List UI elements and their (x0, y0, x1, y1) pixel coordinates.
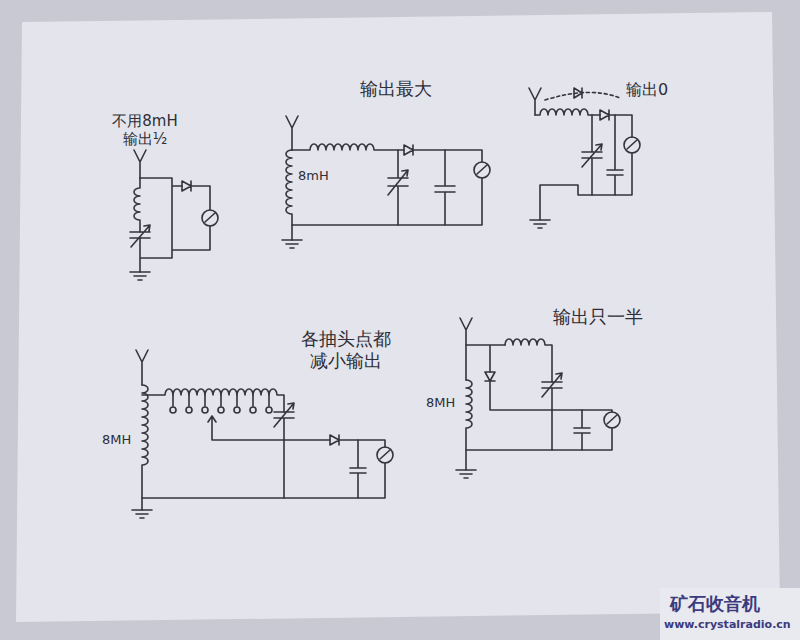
meter-needle (627, 140, 637, 149)
variable-capacitor-symbol (582, 115, 602, 195)
antenna-symbol (460, 318, 472, 380)
meter-symbol (474, 162, 490, 178)
wire (466, 410, 612, 450)
meter-needle (607, 415, 617, 424)
diode-symbol (600, 110, 609, 120)
variable-capacitor-symbol (388, 150, 408, 225)
watermark-url: www.crystalradio.cn (664, 618, 791, 631)
coil-symbol (466, 380, 472, 470)
tap-leads (173, 395, 269, 406)
ground-symbol (282, 240, 302, 248)
note-label: 输出最大 (360, 78, 432, 100)
coil-symbol (292, 144, 404, 150)
tap-point (218, 407, 224, 413)
tap-point (186, 407, 192, 413)
meter-symbol (624, 137, 640, 153)
ground-symbol (132, 510, 152, 518)
paper-sheet (16, 12, 780, 622)
coil-symbol (142, 385, 148, 498)
variable-capacitor-symbol (274, 403, 294, 498)
wire (140, 178, 210, 272)
coil-symbol (505, 339, 552, 382)
meter-needle (205, 213, 215, 222)
meter-symbol (377, 447, 393, 463)
diode-symbol (404, 145, 413, 155)
inductance-label: 8mH (298, 168, 329, 184)
variable-capacitor-symbol (542, 373, 562, 450)
inductance-label: 8MH (102, 432, 131, 448)
circuit-lines (130, 88, 640, 518)
wire (292, 150, 482, 225)
capacitor-symbol (574, 410, 590, 450)
diode-symbol (182, 181, 191, 191)
meter-needle (477, 165, 487, 174)
inductance-label: 8MH (426, 395, 455, 411)
meter-needle (380, 450, 390, 459)
antenna-symbol (529, 88, 541, 115)
ground-symbol (456, 470, 476, 478)
wire (142, 440, 385, 510)
tapped-coil-symbol (142, 389, 284, 412)
meter-symbol (202, 210, 218, 226)
ground-symbol (530, 220, 550, 228)
wiper-arrow (208, 416, 284, 440)
diode-symbol (574, 88, 582, 98)
capacitor-symbol (435, 150, 455, 225)
note-label: 各抽头点都 减小输出 (290, 328, 402, 371)
capacitor-symbol (607, 115, 623, 195)
antenna-symbol (136, 350, 148, 385)
tap-point (250, 407, 256, 413)
ground-symbol (130, 272, 150, 280)
wire (540, 115, 632, 220)
diode-symbol (330, 435, 339, 445)
tap-points (170, 407, 272, 413)
tap-point (202, 407, 208, 413)
coil-symbol (134, 178, 140, 232)
antenna-symbol (134, 150, 146, 178)
wire (466, 345, 552, 410)
tap-point (170, 407, 176, 413)
note-label: 输出只一半 (553, 306, 643, 328)
tap-point (234, 407, 240, 413)
meter-symbol (604, 412, 620, 428)
antenna-symbol (286, 116, 298, 150)
note-label: 不用8mH 输出½ (106, 112, 184, 148)
note-label: 输出0 (626, 80, 668, 99)
coil-symbol (286, 150, 292, 240)
tap-point (266, 407, 272, 413)
watermark: 矿石收音机 (670, 592, 760, 616)
coil-symbol (535, 109, 600, 115)
watermark-band (660, 588, 800, 640)
capacitor-symbol (350, 440, 366, 498)
diode-symbol (485, 372, 495, 381)
